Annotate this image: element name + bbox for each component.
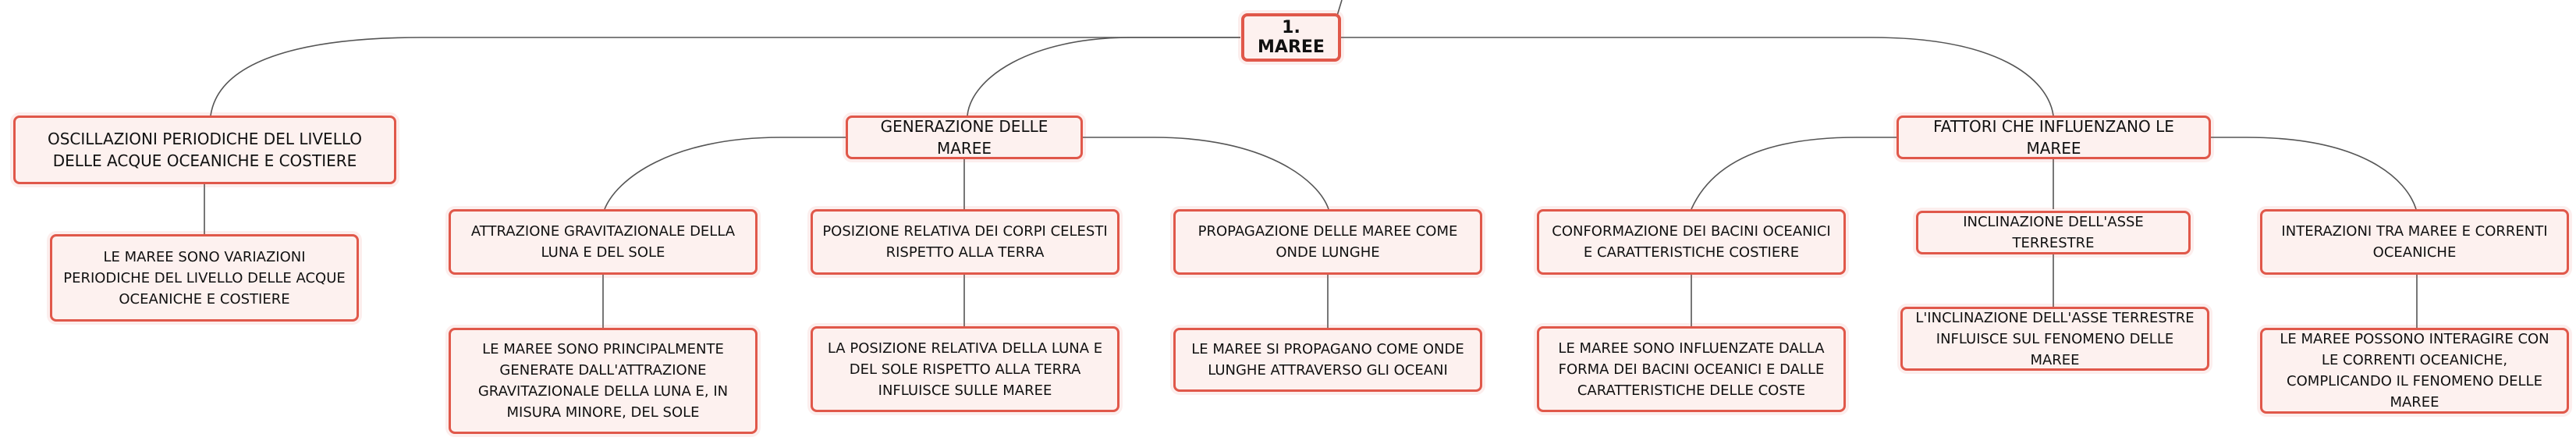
root-label: 1. MAREE — [1258, 18, 1325, 57]
child-label: ATTRAZIONE GRAVITAZIONALE DELLA LUNA E D… — [470, 223, 736, 261]
connector-b2-child-1 — [604, 137, 846, 210]
child-label: PROPAGAZIONE DELLE MAREE COME ONDE LUNGH… — [1198, 223, 1458, 261]
detail-node-oscillazioni[interactable]: LE MAREE SONO VARIAZIONI PERIODICHE DEL … — [50, 234, 359, 322]
connector-root-top — [1336, 0, 1343, 16]
detail-label: LE MAREE SONO VARIAZIONI PERIODICHE DEL … — [63, 248, 346, 308]
child-node-propagazione[interactable]: PROPAGAZIONE DELLE MAREE COME ONDE LUNGH… — [1173, 209, 1482, 275]
detail-node-attrazione[interactable]: LE MAREE SONO PRINCIPALMENTE GENERATE DA… — [449, 328, 758, 434]
connector-b2-child-3 — [1080, 137, 1329, 210]
child-node-posizione[interactable]: POSIZIONE RELATIVA DEI CORPI CELESTI RIS… — [811, 209, 1119, 275]
detail-label: L'INCLINAZIONE DELL'ASSE TERRESTRE INFLU… — [1915, 309, 2195, 368]
detail-node-propagazione[interactable]: LE MAREE SI PROPAGANO COME ONDE LUNGHE A… — [1173, 328, 1482, 392]
branch-label: FATTORI CHE INFLUENZANO LE MAREE — [1933, 117, 2174, 158]
detail-label: LE MAREE SONO PRINCIPALMENTE GENERATE DA… — [477, 341, 729, 421]
branch-label: GENERAZIONE DELLE MAREE — [880, 117, 1048, 158]
detail-label: LE MAREE POSSONO INTERAGIRE CON LE CORRE… — [2280, 331, 2549, 411]
child-label: POSIZIONE RELATIVA DEI CORPI CELESTI RIS… — [822, 223, 1108, 261]
root-node[interactable]: 1. MAREE — [1241, 13, 1341, 62]
child-node-conformazione[interactable]: CONFORMAZIONE DEI BACINI OCEANICI E CARA… — [1537, 209, 1846, 275]
detail-label: LE MAREE SI PROPAGANO COME ONDE LUNGHE A… — [1191, 341, 1464, 379]
child-node-inclinazione[interactable]: INCLINAZIONE DELL'ASSE TERRESTRE — [1916, 211, 2191, 254]
detail-node-posizione[interactable]: LA POSIZIONE RELATIVA DELLA LUNA E DEL S… — [811, 326, 1119, 412]
child-node-attrazione[interactable]: ATTRAZIONE GRAVITAZIONALE DELLA LUNA E D… — [449, 209, 758, 275]
detail-node-inclinazione[interactable]: L'INCLINAZIONE DELL'ASSE TERRESTRE INFLU… — [1900, 307, 2209, 371]
child-label: CONFORMAZIONE DEI BACINI OCEANICI E CARA… — [1552, 223, 1831, 261]
connector-root-branch-3 — [1340, 37, 2054, 116]
branch-node-generazione[interactable]: GENERAZIONE DELLE MAREE — [846, 116, 1083, 159]
connector-b3-child-3 — [2208, 137, 2417, 210]
child-label: INTERAZIONI TRA MAREE E CORRENTI OCEANIC… — [2281, 223, 2548, 261]
connector-b3-child-1 — [1691, 137, 1900, 210]
connector-root-branch-1 — [210, 37, 1240, 116]
branch-label: OSCILLAZIONI PERIODICHE DEL LIVELLO DELL… — [47, 130, 363, 170]
branch-node-fattori[interactable]: FATTORI CHE INFLUENZANO LE MAREE — [1897, 116, 2211, 159]
detail-label: LE MAREE SONO INFLUENZATE DALLA FORMA DE… — [1558, 340, 1825, 399]
detail-node-conformazione[interactable]: LE MAREE SONO INFLUENZATE DALLA FORMA DE… — [1537, 326, 1846, 412]
child-node-interazioni[interactable]: INTERAZIONI TRA MAREE E CORRENTI OCEANIC… — [2260, 209, 2569, 275]
detail-node-interazioni[interactable]: LE MAREE POSSONO INTERAGIRE CON LE CORRE… — [2260, 328, 2569, 414]
branch-node-oscillazioni[interactable]: OSCILLAZIONI PERIODICHE DEL LIVELLO DELL… — [13, 116, 396, 184]
detail-label: LA POSIZIONE RELATIVA DELLA LUNA E DEL S… — [827, 340, 1103, 399]
child-label: INCLINAZIONE DELL'ASSE TERRESTRE — [1963, 214, 2144, 251]
connector-root-branch-2 — [967, 37, 1240, 116]
